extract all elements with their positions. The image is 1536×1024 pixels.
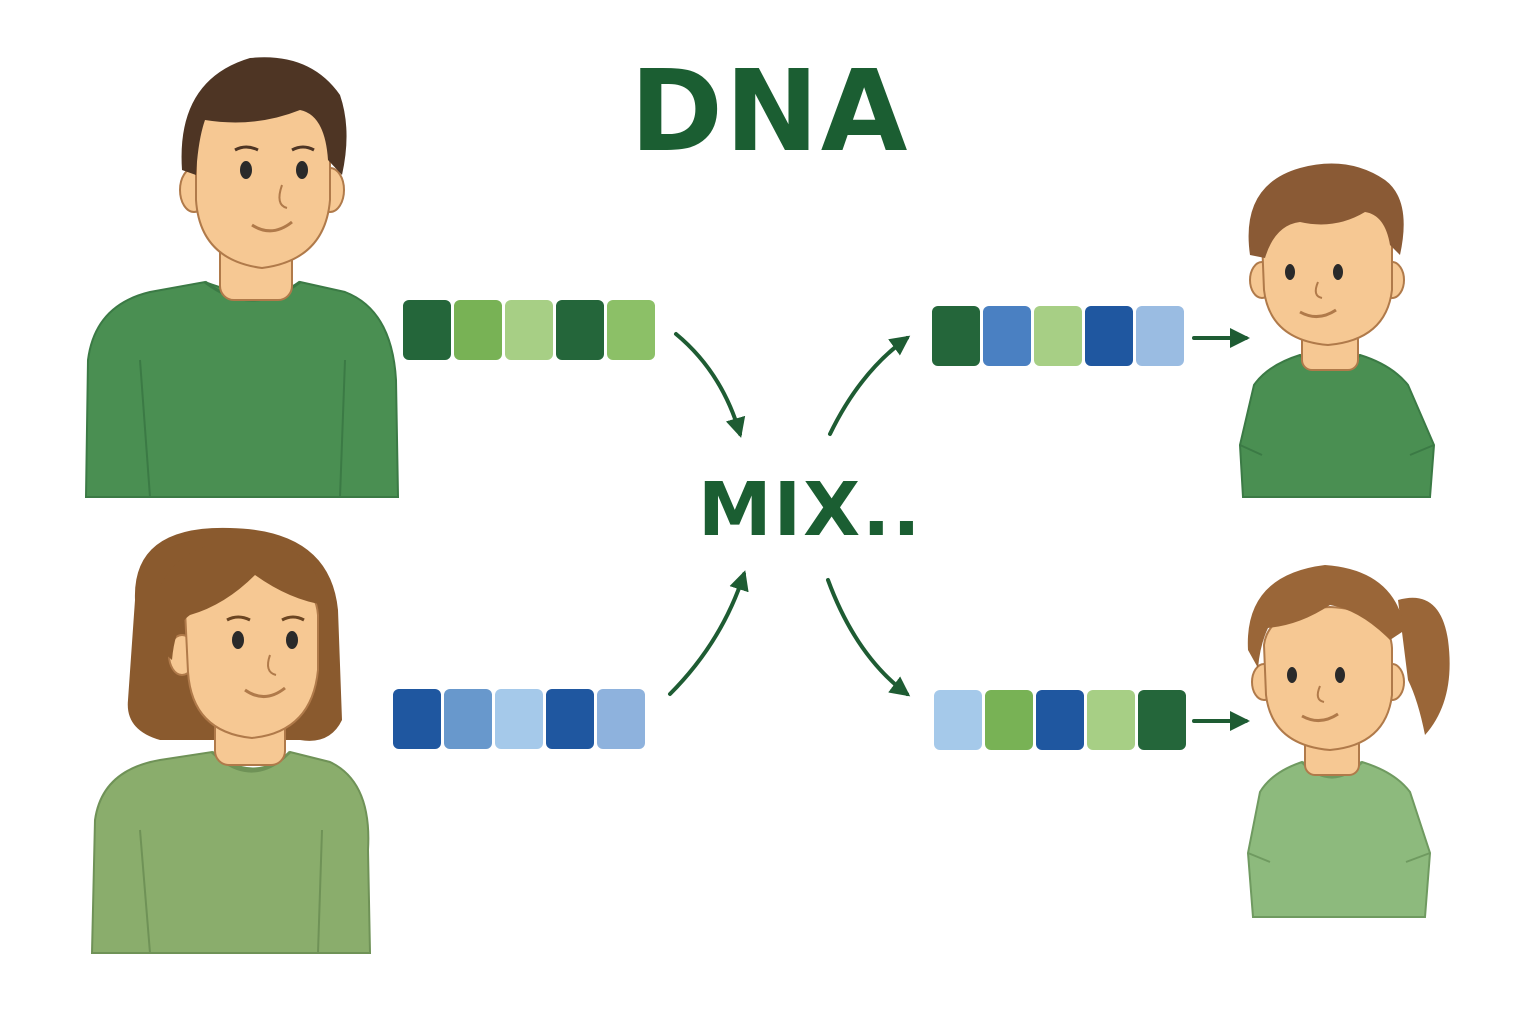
daughter-hair	[1247, 565, 1405, 668]
daughter-dna-strand	[934, 690, 1186, 750]
son-dna-block	[1085, 306, 1133, 366]
father-dna-block	[607, 300, 655, 360]
arrow-mix-to-son-strand	[828, 335, 911, 436]
arrow-mother-to-mix	[668, 570, 749, 696]
arrow-mix-to-daughter-strand	[826, 578, 911, 697]
daughter-dna-block	[1036, 690, 1084, 750]
father-dna-block	[505, 300, 553, 360]
son-dna-strand	[932, 306, 1184, 366]
arrow-father-to-mix	[674, 332, 746, 438]
daughter-dna-block	[934, 690, 982, 750]
woman-figure-icon	[90, 527, 372, 954]
son-dna-block	[932, 306, 980, 366]
mother-dna-block	[546, 689, 594, 749]
mother-dna-block	[444, 689, 492, 749]
son-hair	[1248, 163, 1404, 258]
son-dna-block	[1034, 306, 1082, 366]
father-dna-block	[454, 300, 502, 360]
mother-dna-block	[597, 689, 645, 749]
daughter-shirt	[1246, 760, 1432, 918]
daughter-ponytail	[1398, 597, 1450, 735]
father-hair	[181, 57, 347, 175]
son-dna-block	[1136, 306, 1184, 366]
father-dna-strand	[403, 300, 655, 360]
man-figure-icon	[84, 57, 400, 498]
son-dna-block	[983, 306, 1031, 366]
daughter-dna-block	[1138, 690, 1186, 750]
mother-dna-block	[495, 689, 543, 749]
father-dna-block	[403, 300, 451, 360]
father-dna-block	[556, 300, 604, 360]
daughter-dna-block	[985, 690, 1033, 750]
daughter-dna-block	[1087, 690, 1135, 750]
father-shirt	[84, 280, 400, 498]
boy-figure-icon	[1238, 163, 1436, 498]
diagram-title: DNA	[630, 47, 910, 177]
mother-shirt	[90, 750, 372, 954]
girl-figure-icon	[1246, 565, 1450, 918]
mother-hair-front	[150, 540, 325, 660]
mother-dna-block	[393, 689, 441, 749]
mix-label: MIX..	[698, 467, 923, 553]
son-shirt	[1238, 353, 1436, 498]
mother-dna-strand	[393, 689, 645, 749]
